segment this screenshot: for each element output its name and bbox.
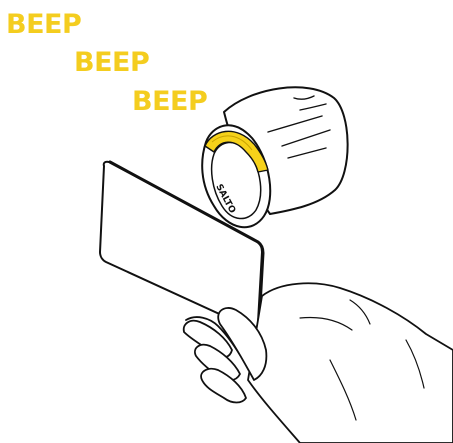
beep-label-3: BEEP (132, 86, 207, 117)
beep-label-1: BEEP (6, 9, 81, 40)
beep-label-2: BEEP (74, 47, 149, 78)
